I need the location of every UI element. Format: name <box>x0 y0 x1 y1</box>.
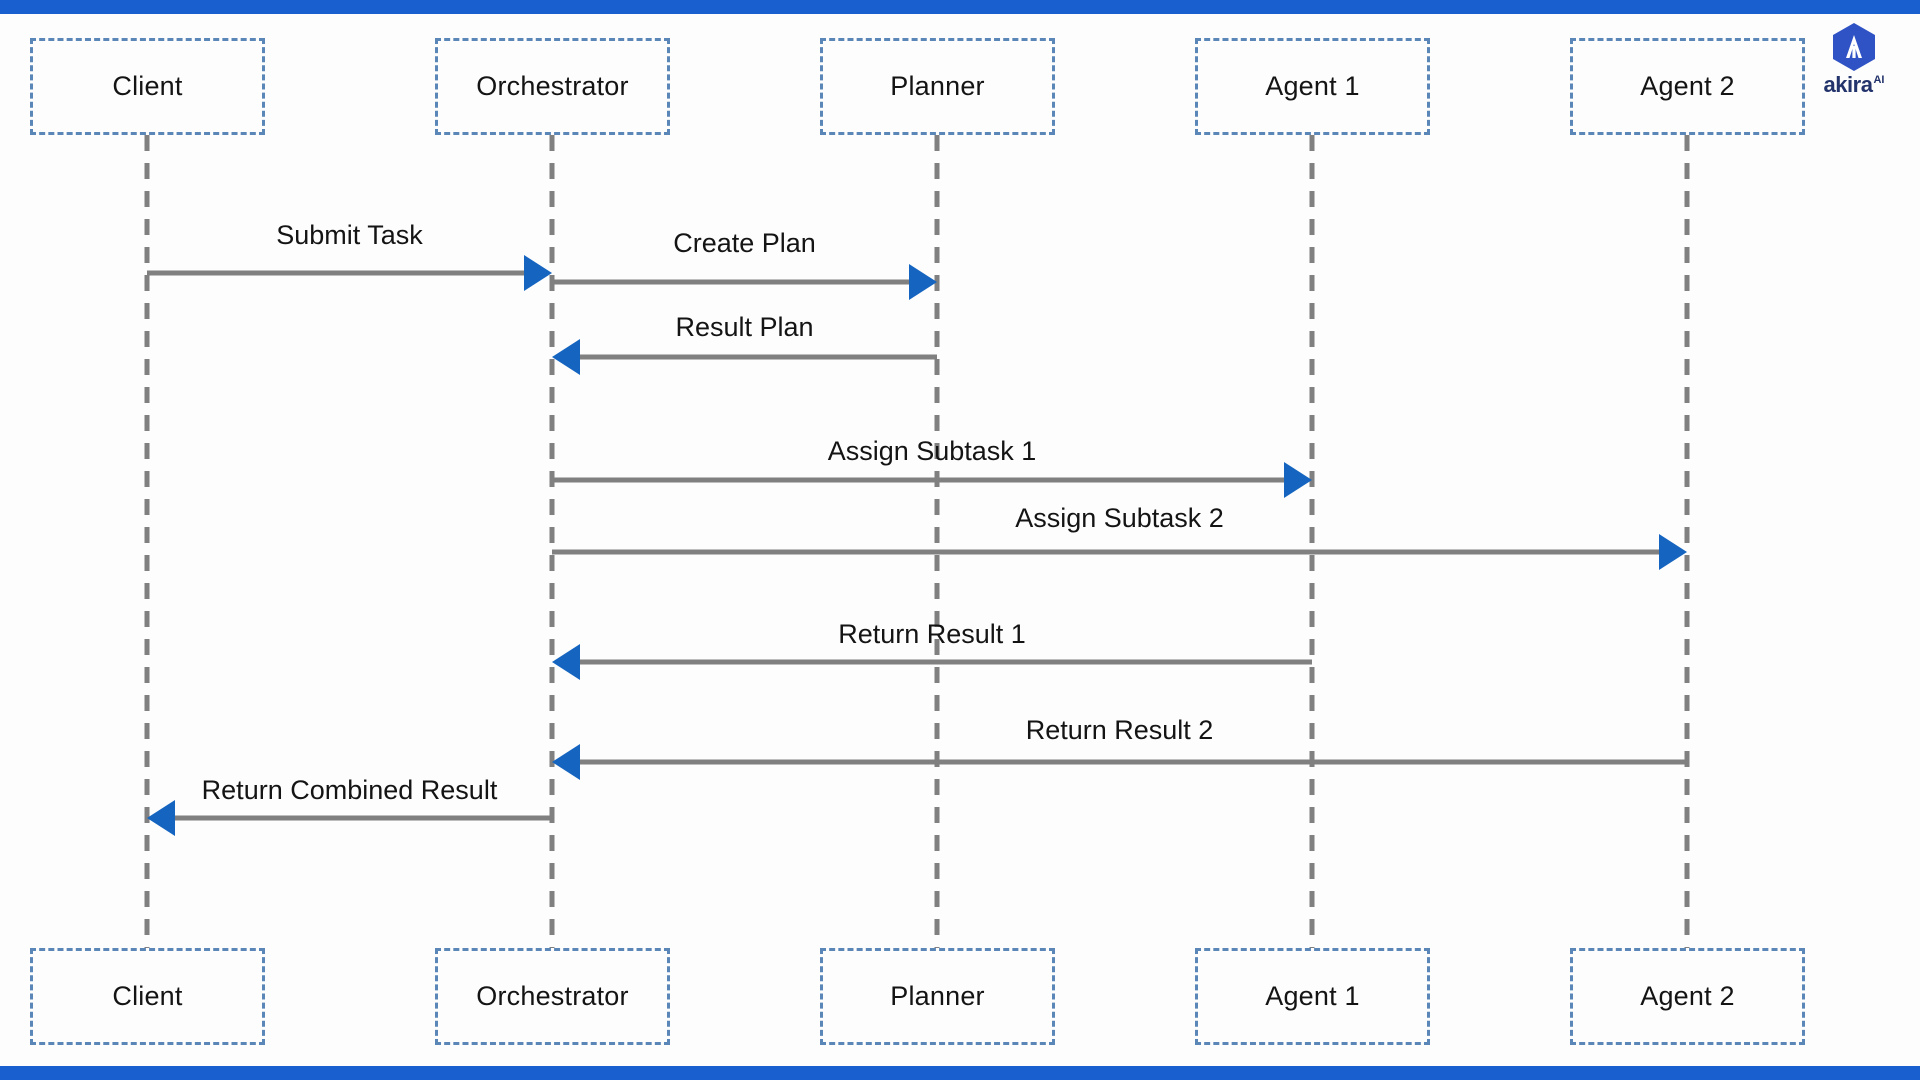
message-arrowhead-7 <box>552 744 580 780</box>
participant-box-bottom-agent2[interactable]: Agent 2 <box>1570 948 1805 1045</box>
message-label-3: Result Plan <box>675 312 814 342</box>
message-label-6: Return Result 1 <box>838 619 1026 649</box>
logo-superscript: AI <box>1873 74 1885 86</box>
participant-box-top-orchestrator[interactable]: Orchestrator <box>435 38 670 135</box>
message-arrowhead-5 <box>1659 534 1687 570</box>
participant-label-top-agent1: Agent 1 <box>1265 71 1360 101</box>
akira-wordmark: akira AI <box>1824 74 1885 96</box>
akira-hexagon-icon <box>1833 23 1875 71</box>
participant-box-bottom-client[interactable]: Client <box>30 948 265 1045</box>
participant-box-top-agent2[interactable]: Agent 2 <box>1570 38 1805 135</box>
message-label-5: Assign Subtask 2 <box>1015 503 1224 533</box>
message-arrowhead-3 <box>552 339 580 375</box>
participant-label-bottom-agent2: Agent 2 <box>1640 981 1735 1011</box>
participant-label-bottom-client: Client <box>112 981 183 1011</box>
akira-ai-logo: akira AI <box>1806 22 1902 96</box>
message-label-7: Return Result 2 <box>1025 715 1214 745</box>
participant-label-top-orchestrator: Orchestrator <box>476 71 629 101</box>
participant-label-top-agent2: Agent 2 <box>1640 71 1735 101</box>
message-arrowhead-1 <box>524 255 552 291</box>
participant-label-bottom-planner: Planner <box>890 981 985 1011</box>
participant-label-top-planner: Planner <box>890 71 985 101</box>
message-label-4: Assign Subtask 1 <box>827 436 1037 466</box>
participant-box-bottom-planner[interactable]: Planner <box>820 948 1055 1045</box>
participant-box-top-client[interactable]: Client <box>30 38 265 135</box>
logo-word: akira <box>1823 72 1873 97</box>
participant-label-bottom-orchestrator: Orchestrator <box>476 981 629 1011</box>
top-accent-bar <box>0 0 1920 14</box>
participant-box-bottom-agent1[interactable]: Agent 1 <box>1195 948 1430 1045</box>
participant-box-bottom-orchestrator[interactable]: Orchestrator <box>435 948 670 1045</box>
participant-label-top-client: Client <box>112 71 183 101</box>
message-label-8: Return Combined Result <box>201 775 498 805</box>
message-arrowhead-2 <box>909 264 937 300</box>
message-arrowhead-6 <box>552 644 580 680</box>
message-arrowhead-8 <box>147 800 175 836</box>
bottom-accent-bar <box>0 1066 1920 1080</box>
participant-box-top-agent1[interactable]: Agent 1 <box>1195 38 1430 135</box>
message-arrowhead-4 <box>1284 462 1312 498</box>
message-label-2: Create Plan <box>673 228 816 258</box>
message-label-1: Submit Task <box>276 220 423 250</box>
participant-label-bottom-agent1: Agent 1 <box>1265 981 1360 1011</box>
participant-box-top-planner[interactable]: Planner <box>820 38 1055 135</box>
